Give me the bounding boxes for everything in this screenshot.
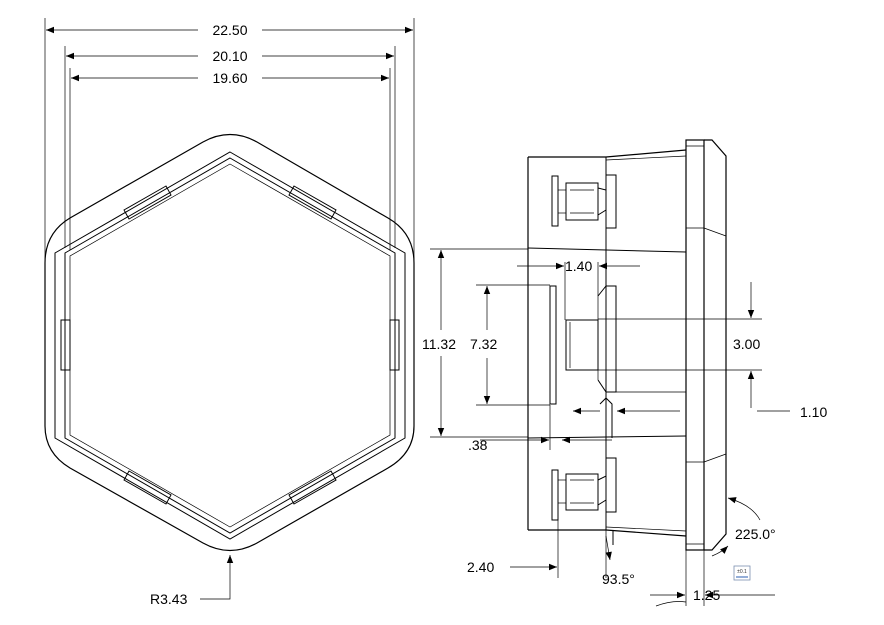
tab-right [389, 319, 400, 371]
middle-slot [549, 285, 617, 405]
dim-depth: 2.40 [467, 559, 494, 575]
dim-chamfer-angle: 225.0° [735, 526, 776, 542]
outer-rounded-hexagon [44, 133, 415, 552]
tolerance-badge: ±0.1 [733, 565, 751, 581]
flange [685, 139, 705, 551]
dim-gap: 1.10 [800, 404, 827, 420]
dim-slot-height: 3.00 [733, 336, 760, 352]
dim-width-mid: 20.10 [212, 48, 247, 64]
height-dimensions: 11.32 7.32 [422, 248, 550, 438]
tab-left [60, 319, 71, 371]
chamfer-angle-callout: 225.0° [711, 497, 776, 557]
dim-height-inner: 7.32 [470, 336, 497, 352]
tab-lower-left [123, 470, 172, 505]
dim-slot-width: 1.40 [565, 258, 592, 274]
dim-width-inner: 19.60 [212, 70, 247, 86]
lower-clip [551, 457, 617, 521]
tab-upper-right [288, 185, 337, 220]
dim-rim: 1.25 [693, 587, 720, 603]
depth-dimension: 2.40 [467, 520, 607, 578]
draft-angle-callout: 93.5° [602, 535, 635, 587]
dim-corner-radius: R3.43 [150, 591, 188, 607]
gap-dimension: 1.10 [616, 391, 827, 420]
tab-upper-left [123, 185, 172, 220]
hexagon-front-view [44, 133, 415, 552]
radius-callout: R3.43 [150, 555, 234, 607]
dim-offset: .38 [468, 437, 488, 453]
width-dimensions: 22.50 20.10 19.60 [44, 18, 415, 262]
dim-height-outer: 11.32 [422, 336, 456, 352]
upper-clip [551, 174, 617, 229]
inner-hexagon-edge [69, 163, 391, 528]
tab-lower-right [288, 470, 337, 505]
rim-dimension: 1.25 [650, 550, 775, 607]
slot-width-dimension: 1.40 [517, 258, 640, 320]
dim-width-outer: 22.50 [212, 22, 247, 38]
slot-height-dimension: 3.00 [598, 282, 762, 408]
offset-dimension: .38 [468, 405, 612, 453]
dim-draft-angle: 93.5° [602, 571, 635, 587]
middle-hexagon [54, 151, 406, 540]
side-section-view [527, 139, 727, 551]
tolerance-badge-text: ±0.1 [737, 569, 747, 575]
inner-hexagon [64, 157, 396, 534]
